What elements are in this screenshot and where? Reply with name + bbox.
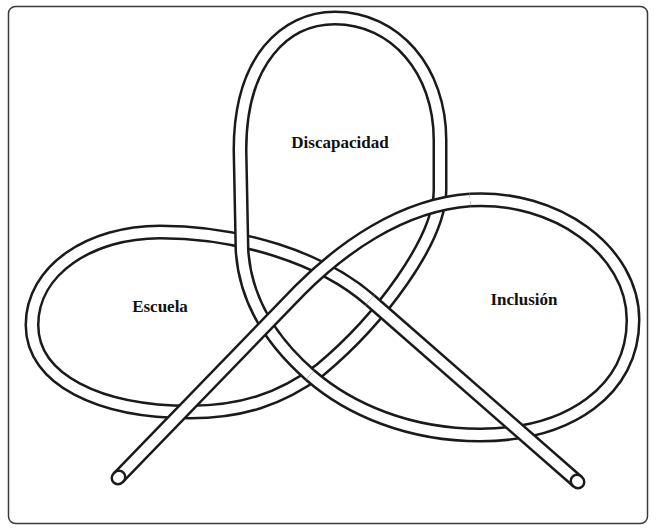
tube-end [118, 477, 119, 478]
loop-region: Inclusión [484, 286, 563, 314]
loop-label: Escuela [132, 297, 188, 317]
loop-label: Inclusión [490, 290, 557, 310]
tube-piece [370, 300, 578, 482]
loop-label: Discapacidad [291, 133, 388, 153]
frame-border [9, 7, 648, 524]
loop-region: Escuela [126, 293, 194, 321]
loop-region: Discapacidad [285, 129, 394, 157]
tube-end [577, 481, 578, 482]
